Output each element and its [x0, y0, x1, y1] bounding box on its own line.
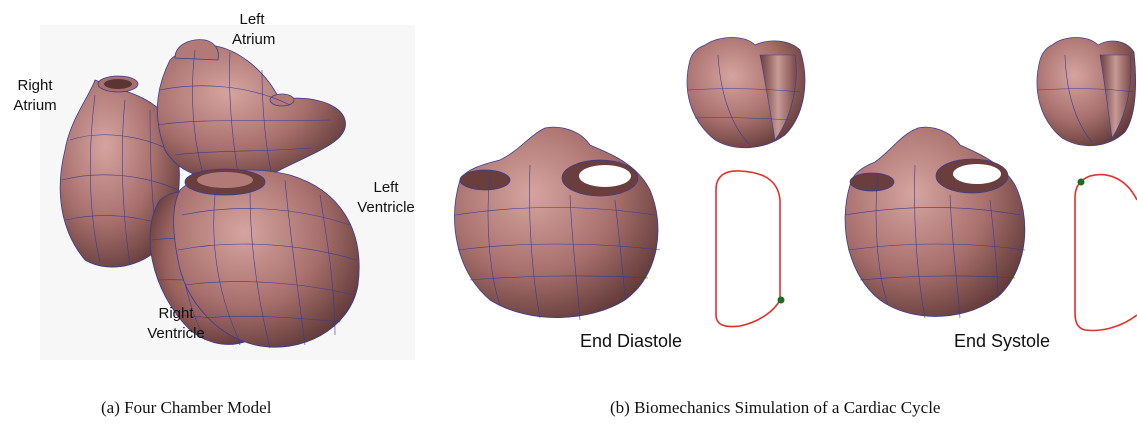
end-systole-label: End Systole: [954, 330, 1050, 352]
left-atrium-label-line1: Left: [232, 10, 272, 30]
right-atrium-label-line1: Right: [0, 76, 70, 96]
caption-a: (a) Four Chamber Model: [101, 398, 271, 418]
left-ventricle-label-line2: Ventricle: [350, 198, 422, 218]
left-atrium-label-line2: Atrium: [232, 30, 272, 50]
left-ventricle-label: Left Ventricle: [350, 178, 422, 218]
end-systole-marker: [1078, 179, 1085, 186]
caption-b: (b) Biomechanics Simulation of a Cardiac…: [610, 398, 940, 418]
end-diastole-label: End Diastole: [580, 330, 682, 352]
left-ventricle-label-line1: Left: [350, 178, 422, 198]
end-diastole-heart: [455, 127, 660, 320]
right-ventricle-label-line2: Ventricle: [140, 324, 212, 344]
right-ventricle-label: Right Ventricle: [140, 304, 212, 344]
end-systole-section: [1037, 38, 1136, 146]
end-diastole-section: [687, 38, 805, 148]
end-diastole-marker: [778, 297, 785, 304]
end-systole-pv-loop: [1075, 175, 1137, 331]
left-atrium-label: Left Atrium: [232, 10, 272, 50]
end-systole-heart: [845, 127, 1025, 318]
right-atrium-label-line2: Atrium: [0, 96, 70, 116]
right-atrium-label: Right Atrium: [0, 76, 70, 116]
end-diastole-pv-loop: [716, 171, 785, 327]
right-ventricle-label-line1: Right: [140, 304, 212, 324]
